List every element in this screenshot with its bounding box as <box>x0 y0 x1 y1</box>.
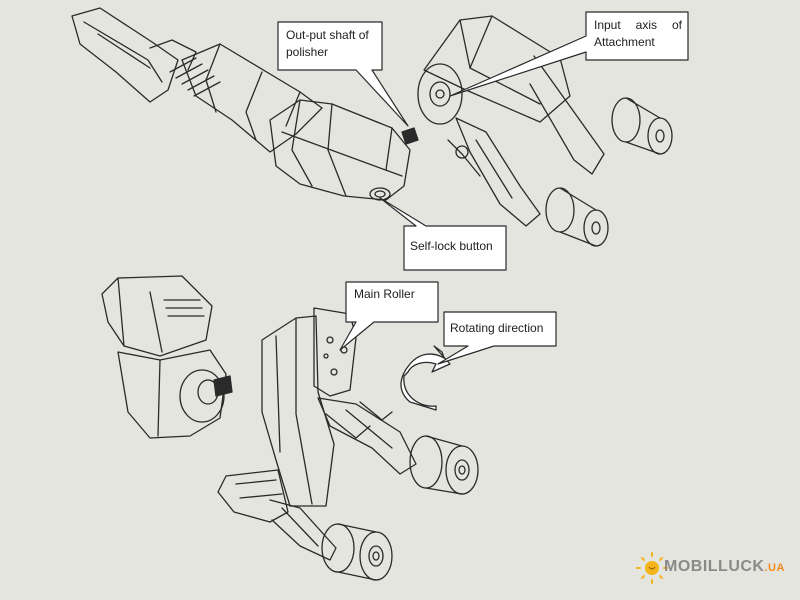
main-roller-callout-bubble <box>339 281 439 351</box>
rotating-direction-label: Rotating direction <box>450 321 544 335</box>
polisher-top <box>71 7 419 201</box>
watermark-text: MOBILLUCK.UA <box>664 558 785 576</box>
input-axis-label: Input axis of Attachment <box>594 18 682 49</box>
output-shaft-callout-bubble <box>277 21 409 127</box>
attachment-bottom <box>217 307 479 581</box>
output-shaft-label: Out-put shaft of polisher <box>286 28 369 59</box>
rotation-arrow-icon <box>400 345 451 411</box>
polisher-bottom <box>101 275 233 439</box>
self-lock-callout-bubble <box>379 197 507 271</box>
input-axis-callout-bubble <box>449 11 689 97</box>
main-roller-label: Main Roller <box>354 287 415 301</box>
attachment-top <box>417 15 673 247</box>
watermark-sun-logo <box>636 552 668 584</box>
rotating-direction-callout-bubble <box>437 311 557 365</box>
watermark-brand: MOBILLUCK <box>664 558 765 575</box>
watermark-domain: .UA <box>764 562 785 574</box>
self-lock-label: Self-lock button <box>410 239 493 253</box>
